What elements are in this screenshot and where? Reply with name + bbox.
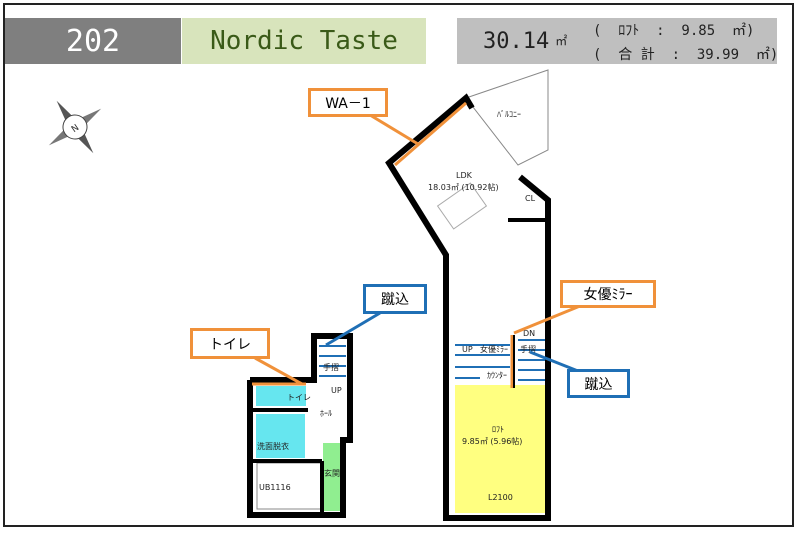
ldk-area: 18.03㎡ (10.92帖) [428, 182, 499, 192]
loft-label: ﾛﾌﾄ [492, 425, 504, 434]
up-label: UP [462, 345, 473, 354]
sheet-border [3, 3, 794, 527]
toilet-room-label: トイレ [287, 393, 311, 402]
washroom-label: 洗面脱衣 [257, 441, 289, 451]
stairs-right [455, 339, 545, 381]
callout-kekomi-left: 蹴込 [363, 284, 427, 314]
room-number: 202 [5, 18, 181, 64]
handrail-label-left: 手摺 [323, 362, 339, 372]
loft-area: ( ﾛﾌﾄ : 9.85 ㎡) [593, 23, 755, 39]
callout-kekomi-right: 蹴込 [567, 369, 630, 398]
entrance-label: 玄関 [324, 468, 340, 478]
area-summary: 30.14 ㎡ ( ﾛﾌﾄ : 9.85 ㎡) ( 合 計 : 39.99 ㎡) [457, 18, 779, 64]
loft-area-label: 9.85㎡ (5.96帖) [462, 436, 522, 446]
total-area: ( 合 計 : 39.99 ㎡) [593, 47, 779, 63]
compass-icon: N [48, 100, 102, 154]
closet-label: CL [525, 194, 536, 203]
handrail-label: 手摺 [520, 344, 536, 354]
property-name: Nordic Taste [182, 18, 426, 64]
loft-dimension: L2100 [488, 493, 513, 502]
callout-actress-mirror: 女優ﾐﾗｰ [560, 280, 656, 308]
mirror-label: 女優ﾐﾗｰ [480, 344, 508, 354]
callout-toilet: トイレ [190, 328, 270, 359]
area-main: 30.14 [483, 28, 550, 54]
svg-text:N: N [70, 123, 81, 135]
counter-label: ｶｳﾝﾀｰ [487, 371, 507, 380]
area-unit: ㎡ [555, 34, 568, 48]
bath-label: UB1116 [259, 483, 291, 492]
lower-floor-plan: トイレ ﾎｰﾙ 洗面脱衣 UB1116 玄関 UP 手摺 [247, 333, 353, 518]
hall-label: ﾎｰﾙ [320, 409, 332, 418]
callout-wa1: WA－1 [308, 88, 388, 117]
upper-floor-plan: LDK 18.03㎡ (10.92帖) ﾊﾞﾙｺﾆｰ CL ﾛﾌﾄ 9.85㎡ … [385, 69, 551, 521]
up-label-left: UP [331, 386, 342, 395]
loft-area-fill [455, 385, 546, 513]
down-label: DN [523, 329, 535, 338]
balcony [465, 69, 549, 166]
ldk-label: LDK [456, 171, 473, 180]
upper-walls [385, 93, 551, 521]
balcony-label: ﾊﾞﾙｺﾆｰ [497, 110, 521, 119]
